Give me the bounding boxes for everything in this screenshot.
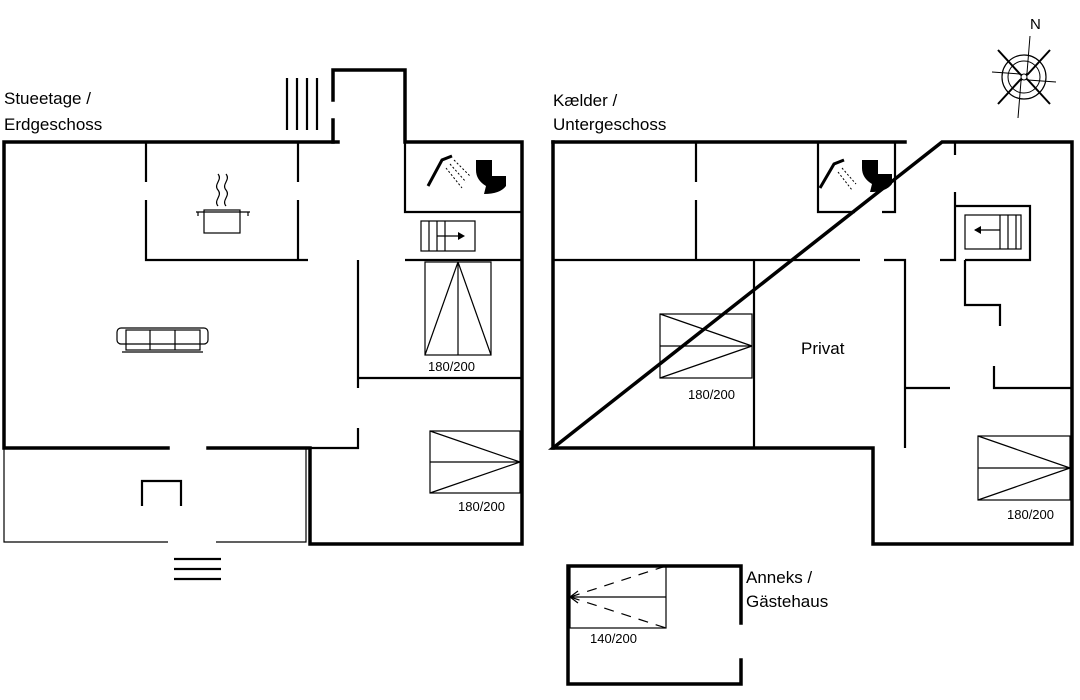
annex-bed: 140/200 (569, 565, 667, 646)
ground-bottom-stairs (174, 557, 221, 581)
sofa-icon (116, 327, 209, 353)
ground-inner-walls (310, 142, 522, 450)
basement-title-line2: Untergeschoss (553, 115, 666, 134)
ground-bed-1-size: 180/200 (428, 359, 475, 374)
annex-walls (566, 564, 743, 686)
basement-bed-1-size: 180/200 (688, 387, 735, 402)
basement-bed-2: 180/200 (977, 435, 1071, 522)
compass-north-label: N (1030, 16, 1041, 33)
annex-title-line2: Gästehaus (746, 592, 828, 611)
basement-title-line1: Kælder / (553, 91, 618, 110)
ground-stair (420, 220, 476, 252)
ground-floor: Stueetage / Erdgeschoss (2, 68, 524, 581)
ground-kitchen-walls (144, 142, 308, 262)
shower-icon (426, 154, 471, 189)
annex-bed-size: 140/200 (590, 631, 637, 646)
compass-rose-icon: N (991, 16, 1057, 119)
ground-bed-2-size: 180/200 (458, 499, 505, 514)
ground-bed-1: 180/200 (424, 261, 492, 374)
basement-bed-1: 180/200 (659, 313, 753, 402)
ground-floor-title-line1: Stueetage / (4, 89, 91, 108)
ground-outer-wall (2, 68, 524, 546)
ground-terrace-step (140, 479, 183, 506)
basement-toilet-icon (862, 160, 892, 192)
toilet-icon (476, 160, 506, 194)
ground-bed-2: 180/200 (429, 430, 521, 514)
basement-floor: Kælder / Untergeschoss Privat 180/200 (547, 91, 1074, 546)
basement-shower-icon (818, 158, 857, 191)
room-private-label: Privat (801, 339, 845, 358)
ground-top-stairs (285, 78, 319, 130)
basement-bed-2-size: 180/200 (1007, 507, 1054, 522)
basement-inner-walls (553, 142, 1072, 448)
ground-terrace (3, 448, 307, 543)
kitchen-pot-icon (196, 173, 250, 234)
basement-stair (964, 214, 1022, 250)
annex-title-line1: Anneks / (746, 568, 812, 587)
ground-floor-title-line2: Erdgeschoss (4, 115, 102, 134)
annex: 140/200 Anneks / Gästehaus (566, 564, 828, 686)
